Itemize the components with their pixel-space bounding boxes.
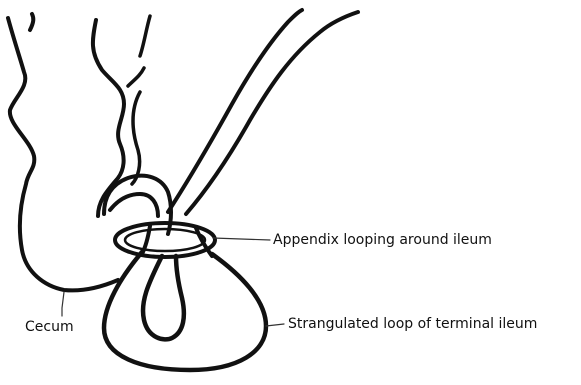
strangulated-loop-inner [143,256,184,339]
cecum-label: Cecum [25,319,74,335]
appendix-label: Appendix looping around ileum [273,232,492,248]
appendix-arc-inner [110,194,158,216]
strangulated-loop-label: Strangulated loop of terminal ileum [288,316,537,332]
appendix-ring-inner [125,229,205,251]
haustra-mark [30,14,33,30]
ileum-wall-inner [168,10,302,212]
colon-inner-wall [93,20,124,216]
colon-right-wall [132,92,140,184]
haustra-mark [128,68,144,86]
cecum-outline [8,18,118,290]
leader-line-strangulated [266,324,284,326]
leader-line-appendix [213,238,270,240]
leader-line-cecum [62,292,64,316]
haustra-mark [140,16,150,56]
